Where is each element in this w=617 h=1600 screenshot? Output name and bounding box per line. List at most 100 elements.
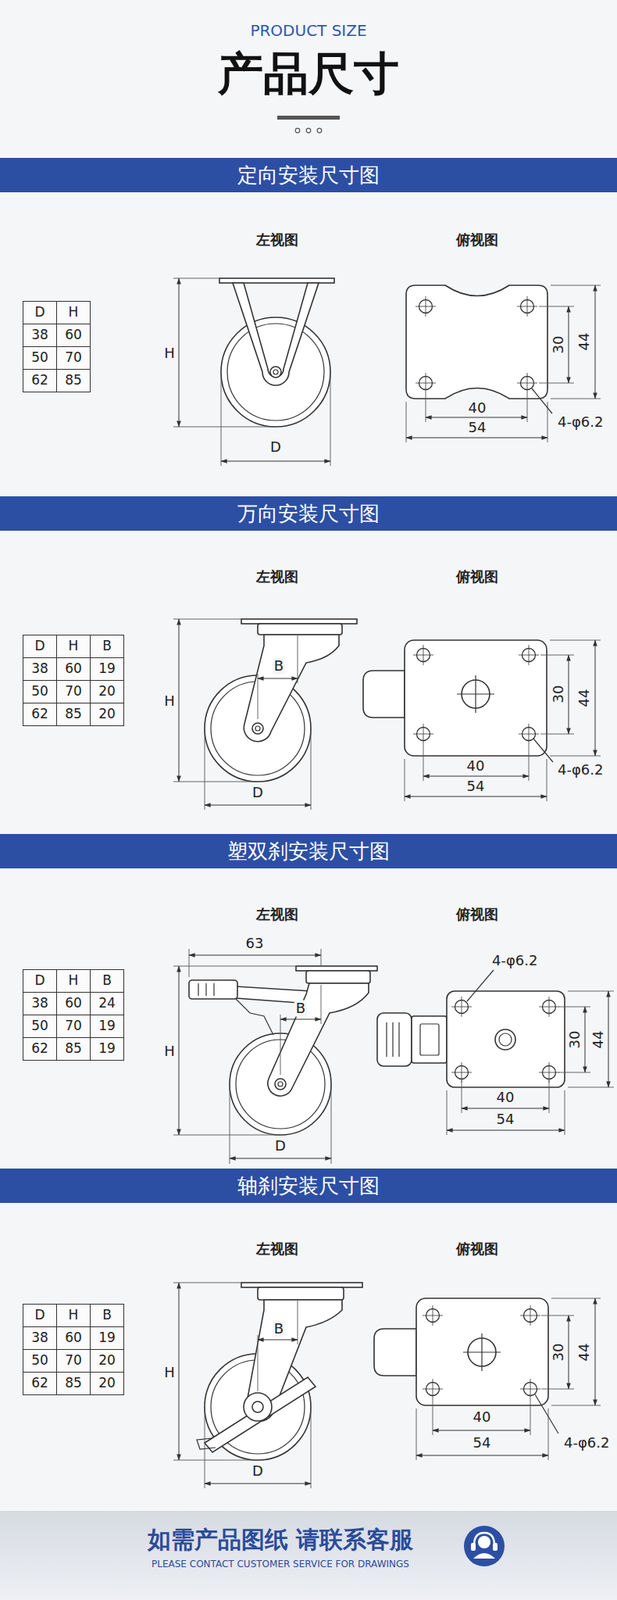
double-brake-caster-side-view — [296, 965, 378, 971]
axle-brake-caster-top-view — [416, 1297, 549, 1405]
dimension-label: D — [250, 784, 265, 801]
swivel-caster-side-view — [241, 618, 357, 624]
dimension-lines — [423, 775, 529, 777]
swivel-caster-side-view — [257, 623, 343, 635]
dimension-label: D — [250, 1462, 265, 1479]
table-cell: 62 — [22, 368, 58, 393]
table-cell: 60 — [56, 1325, 91, 1349]
table-cell: 20 — [89, 1348, 125, 1372]
dimension-lines — [432, 1398, 531, 1434]
dimension-label: 44 — [576, 331, 593, 353]
dimension-lines — [280, 1018, 321, 1020]
table-header: H — [56, 300, 91, 325]
dimension-label: 40 — [471, 1408, 493, 1425]
table-cell: 50 — [22, 1348, 58, 1372]
dimension-label: 54 — [467, 419, 489, 436]
dimension-label: 30 — [550, 683, 568, 705]
dimension-lines — [432, 1429, 531, 1431]
fixed-caster-side-view — [221, 317, 331, 427]
table-cell: 20 — [89, 702, 125, 726]
fixed-caster-side-view — [219, 278, 335, 283]
table-cell: 70 — [56, 1013, 91, 1038]
double-brake-caster-top-view — [377, 990, 565, 1087]
contact-banner: 如需产品图纸 请联系客服PLEASE CONTACT CUSTOMER SERV… — [0, 1509, 617, 1599]
dimension-lines — [173, 1281, 258, 1459]
dimension-label: H — [162, 345, 177, 362]
axle-brake-caster-side-view — [243, 1391, 272, 1420]
table-cell: 70 — [56, 345, 91, 370]
table-header: B — [89, 634, 125, 658]
table-cell: 19 — [89, 656, 125, 681]
fixed-caster-top-view — [517, 296, 538, 317]
fixed-caster-side-view — [219, 278, 335, 427]
view-label: 俯视图 — [454, 231, 500, 249]
dimension-label: D — [273, 1137, 288, 1154]
swivel-caster-side-view — [243, 634, 339, 742]
dimension-label: 30 — [550, 334, 568, 356]
dimension-label: 63 — [244, 934, 266, 952]
dimension-lines — [178, 278, 180, 427]
section-title: 轴刹安装尺寸图 — [237, 1171, 380, 1199]
dimension-lines — [257, 1338, 298, 1340]
double-brake-caster-side-view — [278, 1080, 283, 1086]
double-brake-caster-top-view — [420, 1023, 439, 1055]
table-cell: 60 — [56, 991, 91, 1015]
dimension-label: B — [294, 999, 307, 1017]
dimension-lines — [467, 969, 494, 1001]
swivel-caster-side-view — [204, 618, 357, 782]
table-cell: 50 — [22, 1013, 58, 1038]
axle-brake-caster-top-view — [422, 1377, 443, 1399]
hole-callout: 4-φ6.2 — [490, 952, 539, 969]
service-icon — [463, 1524, 505, 1566]
view-label: 左视图 — [254, 231, 300, 249]
dimension-lines — [446, 969, 614, 1135]
axle-brake-caster-side-view — [241, 1281, 363, 1287]
dimension-lines — [173, 948, 332, 1163]
axle-brake-caster-top-view — [520, 1377, 541, 1399]
dimension-lines — [540, 654, 575, 734]
table-cell: 62 — [22, 1370, 58, 1395]
fixed-caster-top-view — [415, 372, 436, 393]
double-brake-caster-side-view — [274, 1077, 286, 1089]
table-cell: 20 — [89, 1370, 125, 1395]
double-brake-caster-top-view — [411, 1015, 447, 1063]
header-decoration — [277, 115, 340, 133]
view-label: 俯视图 — [454, 1240, 500, 1257]
dimension-lines — [549, 639, 601, 756]
view-label: 左视图 — [254, 1240, 300, 1257]
swivel-caster-top-view — [363, 639, 547, 756]
section-title: 定向安装尺寸图 — [237, 161, 380, 190]
double-brake-caster-top-view — [377, 1012, 412, 1066]
dimension-lines — [404, 795, 547, 797]
table-cell: 19 — [89, 1036, 125, 1060]
dimension-lines — [446, 1129, 565, 1131]
subtitle-en: PRODUCT SIZE — [248, 21, 368, 40]
dimension-lines — [229, 1157, 332, 1159]
dimension-lines — [257, 1298, 298, 1391]
table-cell: 60 — [56, 323, 91, 347]
fixed-caster-top-view — [517, 372, 538, 393]
dimension-lines — [178, 618, 180, 782]
table-cell: 85 — [56, 702, 91, 726]
dimension-label: 30 — [567, 1028, 584, 1050]
dimension-lines — [173, 965, 297, 1135]
dimension-lines — [550, 285, 601, 399]
axle-brake-caster-top-view — [463, 1332, 501, 1370]
swivel-caster-top-view — [413, 644, 434, 665]
table-header: B — [89, 1302, 125, 1327]
section-title: 塑双刹安装尺寸图 — [227, 837, 390, 865]
swivel-caster-top-view — [518, 644, 539, 665]
double-brake-caster-top-view — [538, 1061, 560, 1082]
axle-brake-caster-side-view — [252, 1400, 264, 1412]
table-cell: 20 — [89, 679, 125, 703]
dimension-lines — [173, 618, 258, 782]
dimension-lines — [595, 639, 596, 756]
dimension-label: 40 — [465, 757, 487, 774]
dimension-lines — [425, 417, 528, 418]
section-title: 万向安装尺寸图 — [237, 499, 380, 528]
axle-brake-caster-side-view — [246, 1298, 343, 1420]
table-cell: 38 — [22, 991, 58, 1015]
axle-brake-caster-side-view — [204, 1376, 316, 1452]
double-brake-caster-side-view — [189, 965, 378, 1135]
service-icon — [470, 1541, 476, 1550]
